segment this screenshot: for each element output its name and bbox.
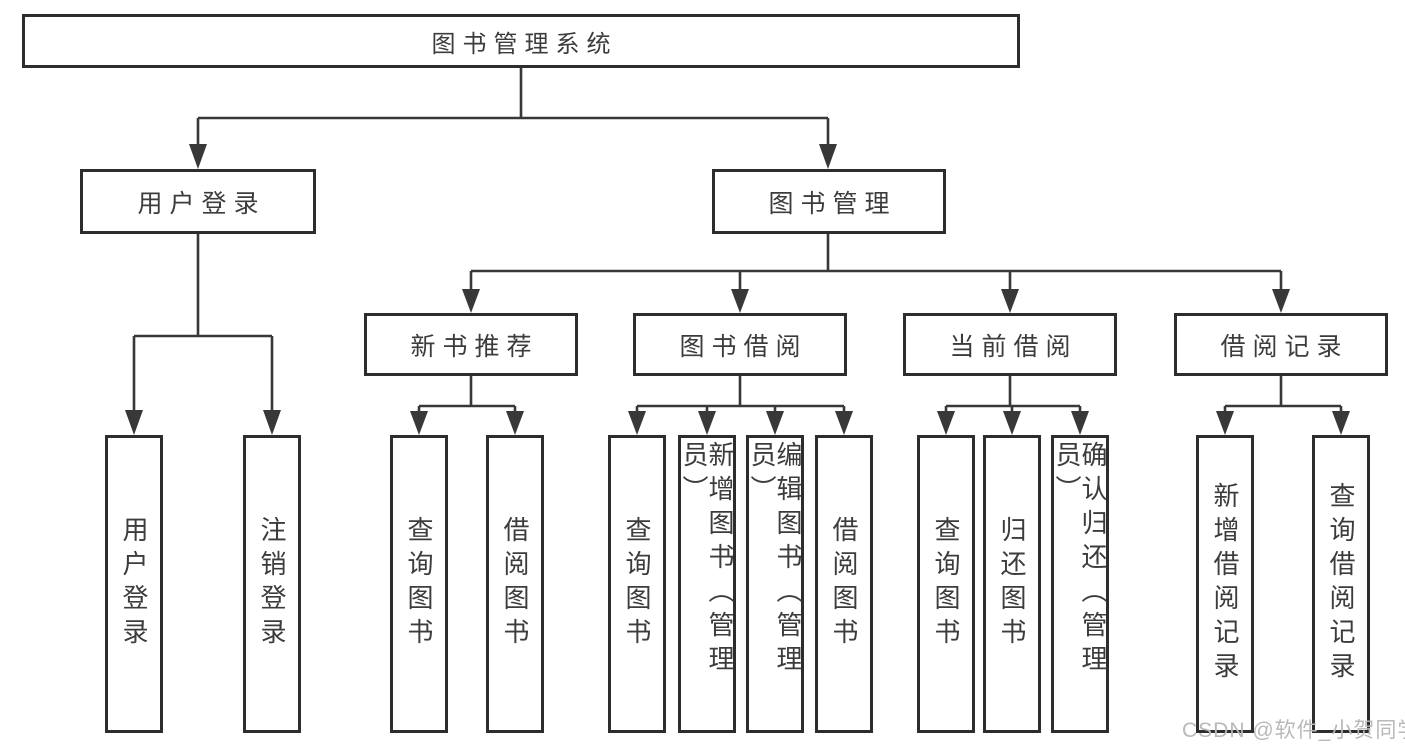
leaf-query-books-recommend: 查询图书 (390, 435, 448, 733)
connector-userlogin-to-leaves (125, 234, 281, 435)
connector-bookmgmt-to-level3 (462, 234, 1290, 313)
leaf-user-login: 用户登录 (105, 435, 163, 733)
connector-bookborrow-to-leaves (628, 376, 853, 435)
connector-newbook-to-leaves (410, 376, 524, 435)
leaf-edit-book-admin-label: 编辑图书（管理员） (747, 441, 803, 679)
node-library-system-label: 图书管理系统 (431, 30, 618, 58)
connector-root-to-level2 (189, 68, 837, 169)
leaf-return-book-label: 归还图书 (997, 516, 1027, 652)
leaf-add-book-admin-label: 新增图书（管理员） (679, 441, 735, 679)
leaf-query-borrow-record-label: 查询借阅记录 (1326, 482, 1356, 686)
connector-borrowrecords-to-leaves (1216, 376, 1350, 435)
leaf-borrow-book: 借阅图书 (815, 435, 873, 733)
node-book-management: 图书管理 (712, 169, 946, 234)
leaf-edit-book-admin: 编辑图书（管理员） (746, 435, 804, 733)
node-new-book-recommend: 新书推荐 (364, 313, 578, 376)
csdn-watermark: CSDN @软件_小贺同学 (1182, 719, 1405, 742)
node-current-borrow: 当前借阅 (903, 313, 1117, 376)
node-borrow-records-label: 借阅记录 (1220, 332, 1349, 361)
leaf-query-books-current-label: 查询图书 (931, 516, 961, 652)
leaf-confirm-return-admin-label: 确认归还（管理员） (1052, 441, 1108, 679)
leaf-return-book: 归还图书 (983, 435, 1041, 733)
leaf-query-books-borrow: 查询图书 (608, 435, 666, 733)
node-book-borrow-label: 图书借阅 (679, 332, 808, 361)
leaf-borrow-books-recommend: 借阅图书 (486, 435, 544, 733)
leaf-add-borrow-record-label: 新增借阅记录 (1210, 482, 1240, 686)
leaf-query-borrow-record: 查询借阅记录 (1312, 435, 1370, 733)
node-borrow-records: 借阅记录 (1174, 313, 1388, 376)
node-user-login-label: 用户登录 (137, 189, 266, 218)
node-book-management-label: 图书管理 (768, 189, 897, 218)
node-library-system: 图书管理系统 (22, 14, 1020, 68)
leaf-borrow-books-recommend-label: 借阅图书 (500, 516, 530, 652)
leaf-logout: 注销登录 (243, 435, 301, 733)
leaf-query-books-current: 查询图书 (917, 435, 975, 733)
leaf-confirm-return-admin: 确认归还（管理员） (1051, 435, 1109, 733)
leaf-logout-label: 注销登录 (257, 516, 287, 652)
leaf-user-login-label: 用户登录 (119, 516, 149, 652)
node-new-book-recommend-label: 新书推荐 (410, 332, 539, 361)
leaf-query-books-borrow-label: 查询图书 (622, 516, 652, 652)
leaf-query-books-recommend-label: 查询图书 (404, 516, 434, 652)
leaf-add-borrow-record: 新增借阅记录 (1196, 435, 1254, 733)
leaf-add-book-admin: 新增图书（管理员） (678, 435, 736, 733)
node-user-login: 用户登录 (80, 169, 316, 234)
node-book-borrow: 图书借阅 (633, 313, 847, 376)
leaf-borrow-book-label: 借阅图书 (829, 516, 859, 652)
connector-currentborrow-to-leaves (937, 376, 1089, 435)
node-current-borrow-label: 当前借阅 (949, 332, 1078, 361)
